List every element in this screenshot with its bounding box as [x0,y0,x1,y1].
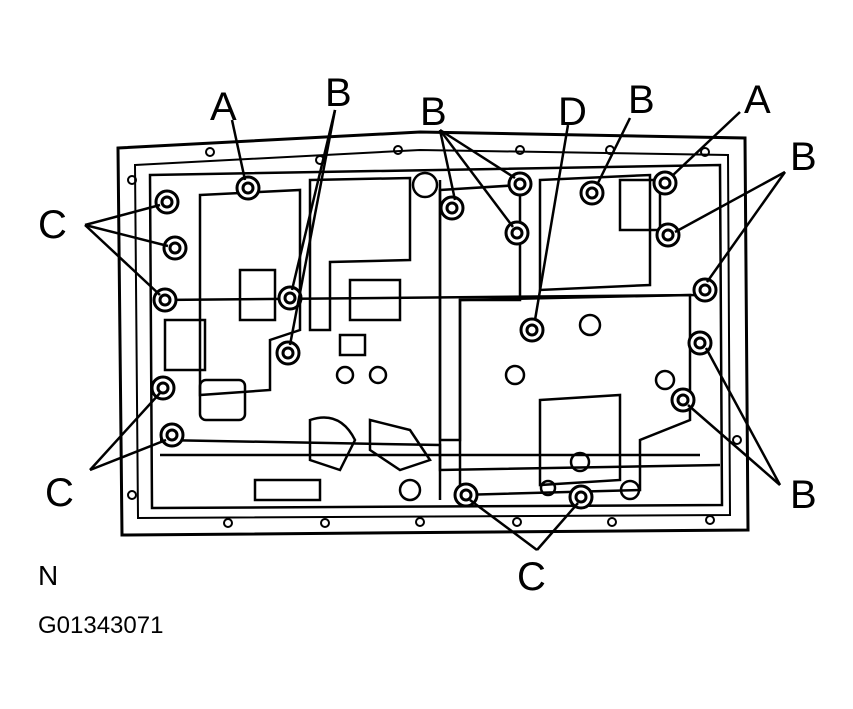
callout-c-bottom: C [517,555,546,599]
callout-b-top-right: B [628,78,655,122]
bolts [150,170,718,510]
callout-a-left: A [210,85,237,129]
leader-lines [84,109,787,552]
view-letter: N [38,560,59,591]
callout-b-top-left: B [325,71,352,115]
figure-id: G01343071 [38,612,164,639]
outer-plate [116,130,750,537]
callout-b-top-mid: B [420,90,447,134]
callout-b-right-upper: B [790,135,817,179]
callout-a-right: A [744,78,771,122]
callout-c-left-lower: C [45,471,74,515]
callout-b-right-lower: B [790,473,817,517]
callout-labels: A B B D B A B C C C B [38,71,817,599]
callout-c-left-upper: C [38,203,67,247]
valve-body-interior [159,171,721,502]
callout-d-top: D [558,90,587,134]
